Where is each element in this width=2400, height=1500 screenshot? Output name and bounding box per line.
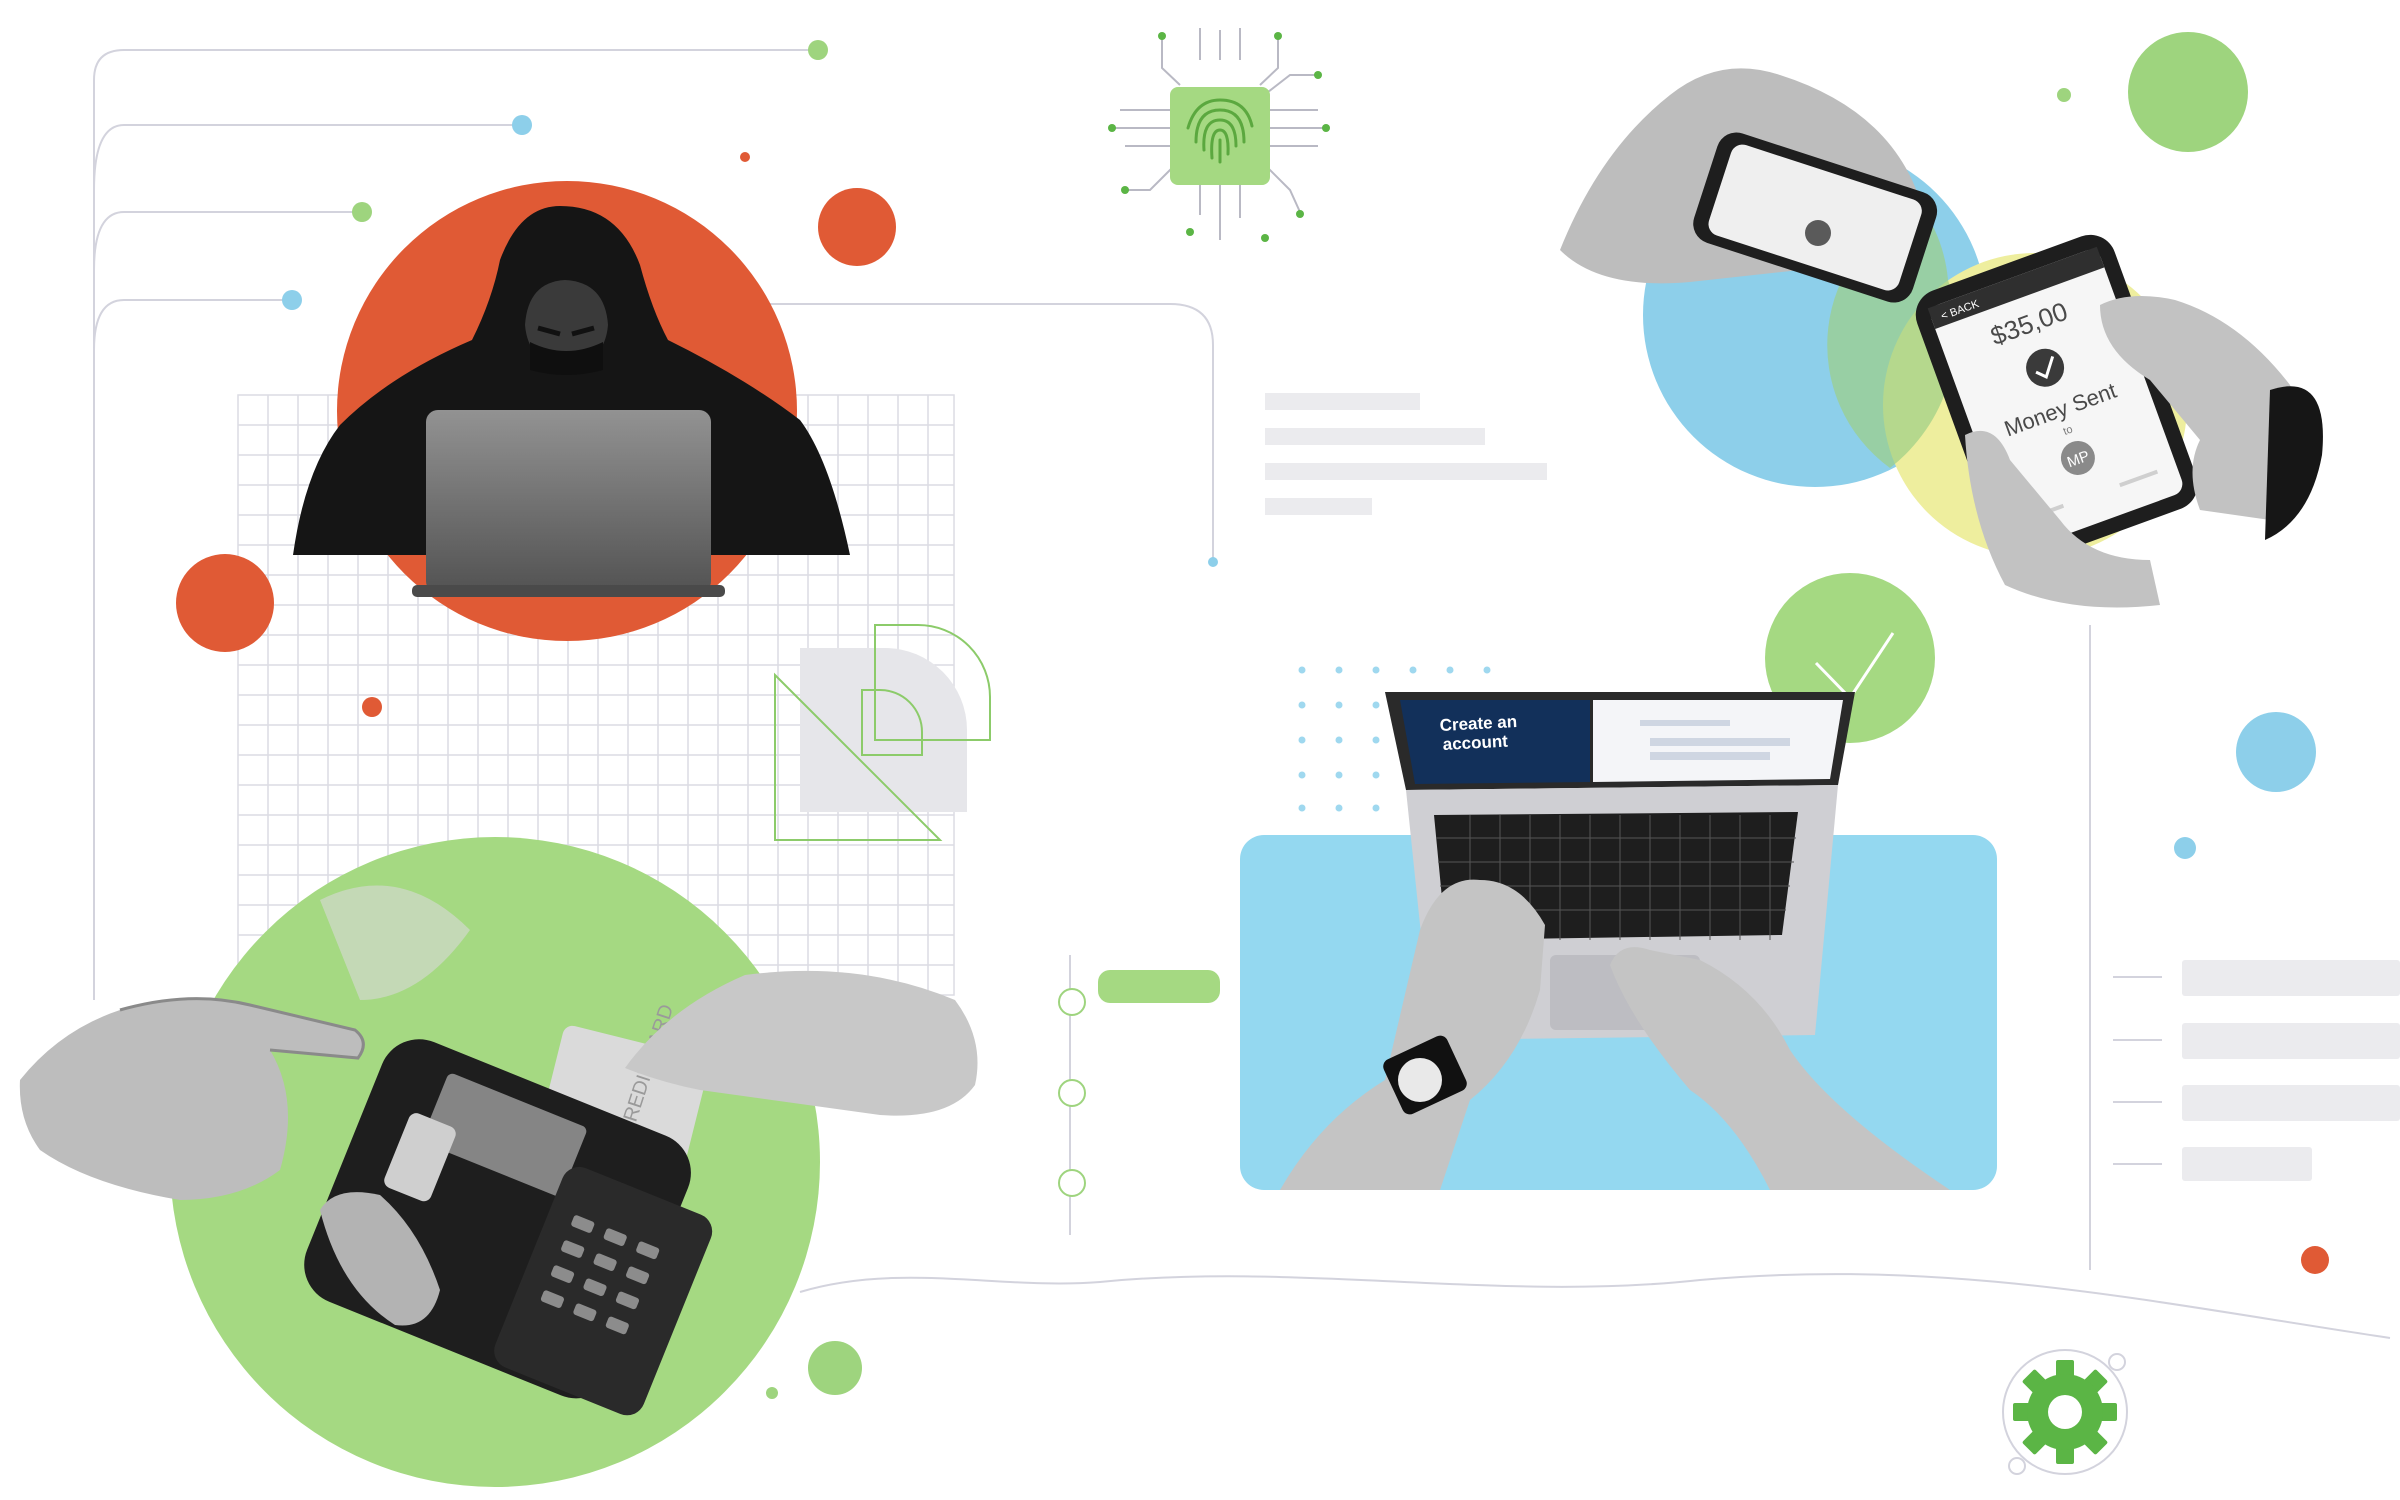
left-phone-hand (1560, 68, 1938, 303)
hacker-laptop (412, 410, 725, 597)
screen-title-line2: account (1442, 732, 1508, 754)
pointing-hand (19, 997, 365, 1200)
screen-title-line1: Create an (1439, 712, 1517, 735)
typing-hands (1280, 879, 1950, 1190)
card-holding-hand (625, 970, 978, 1116)
fingerprint-chip-icon (1108, 28, 1330, 242)
text-placeholder-center (1265, 393, 1547, 515)
geometry-shapes-icon (774, 624, 991, 841)
laptop-typing-scene: Create an account (1240, 573, 1997, 1190)
hacker-scene (293, 181, 850, 641)
timeline-steps (1058, 970, 1220, 1197)
phone-payment-scene: < BACK $35,00 Money Sent to MP (1560, 68, 2323, 608)
decorative-circles (176, 32, 2329, 1399)
connector-lines (93, 49, 2391, 1339)
sleeve (2265, 386, 2323, 540)
phone-avatar: MP (2065, 448, 2092, 472)
card-terminal-scene: CREDIT CARD (19, 837, 978, 1487)
connector-dots (282, 40, 1218, 567)
phone-status-sub: to (2062, 423, 2075, 437)
gear-icon (2002, 1349, 2128, 1475)
terminal-holding-hand (320, 1192, 440, 1326)
text-placeholder-right (2113, 960, 2400, 1181)
right-phone-hands (1965, 296, 2302, 608)
